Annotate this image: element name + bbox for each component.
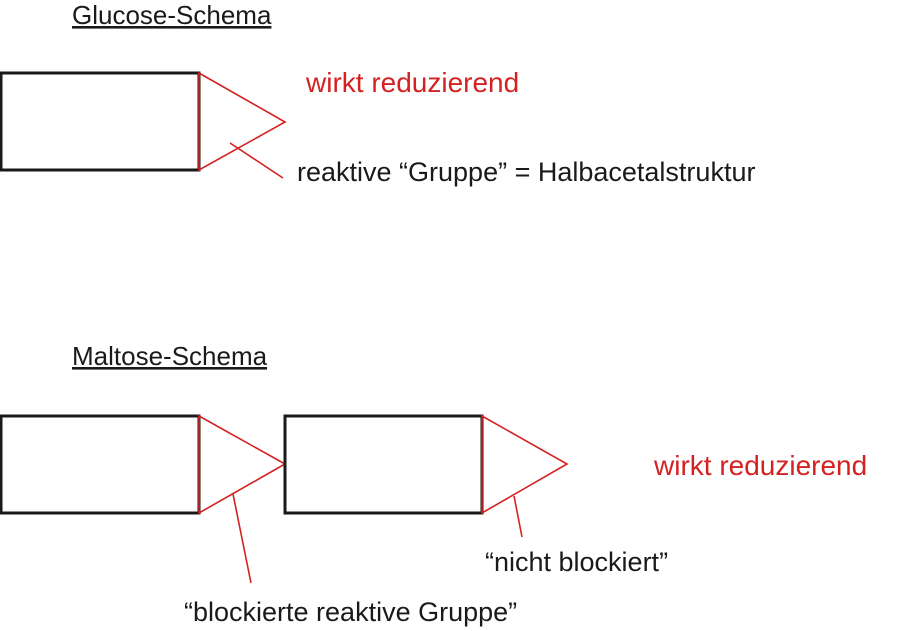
maltose-blocked-group-triangle [198,414,287,515]
maltose-second-unit-box [283,414,484,515]
maltose-effect-label: wirkt reduzierend [653,450,867,481]
glucose-schema: Glucose-Schema wirkt reduzierend reaktiv… [0,0,755,187]
glucose-group-label: reaktive “Gruppe” = Halbacetalstruktur [297,157,755,187]
glucose-reactive-group-triangle [198,71,287,172]
glucose-heading: Glucose-Schema [72,0,272,30]
maltose-blocked-group-label: “blockierte reaktive Gruppe” [184,597,517,627]
maltose-free-group-triangle [481,414,569,515]
glucose-group-pointer-line [229,142,284,179]
glucose-effect-label: wirkt reduzierend [305,67,519,98]
maltose-first-unit-box [0,414,201,515]
maltose-schema: Maltose-Schema wirkt reduzierend “nicht … [0,341,867,627]
maltose-blocked-pointer-line [232,493,252,584]
glucose-unit-box [0,71,201,172]
maltose-free-pointer-line [513,495,523,538]
maltose-free-group-label: “nicht blockiert” [485,547,668,577]
maltose-heading: Maltose-Schema [72,341,268,371]
